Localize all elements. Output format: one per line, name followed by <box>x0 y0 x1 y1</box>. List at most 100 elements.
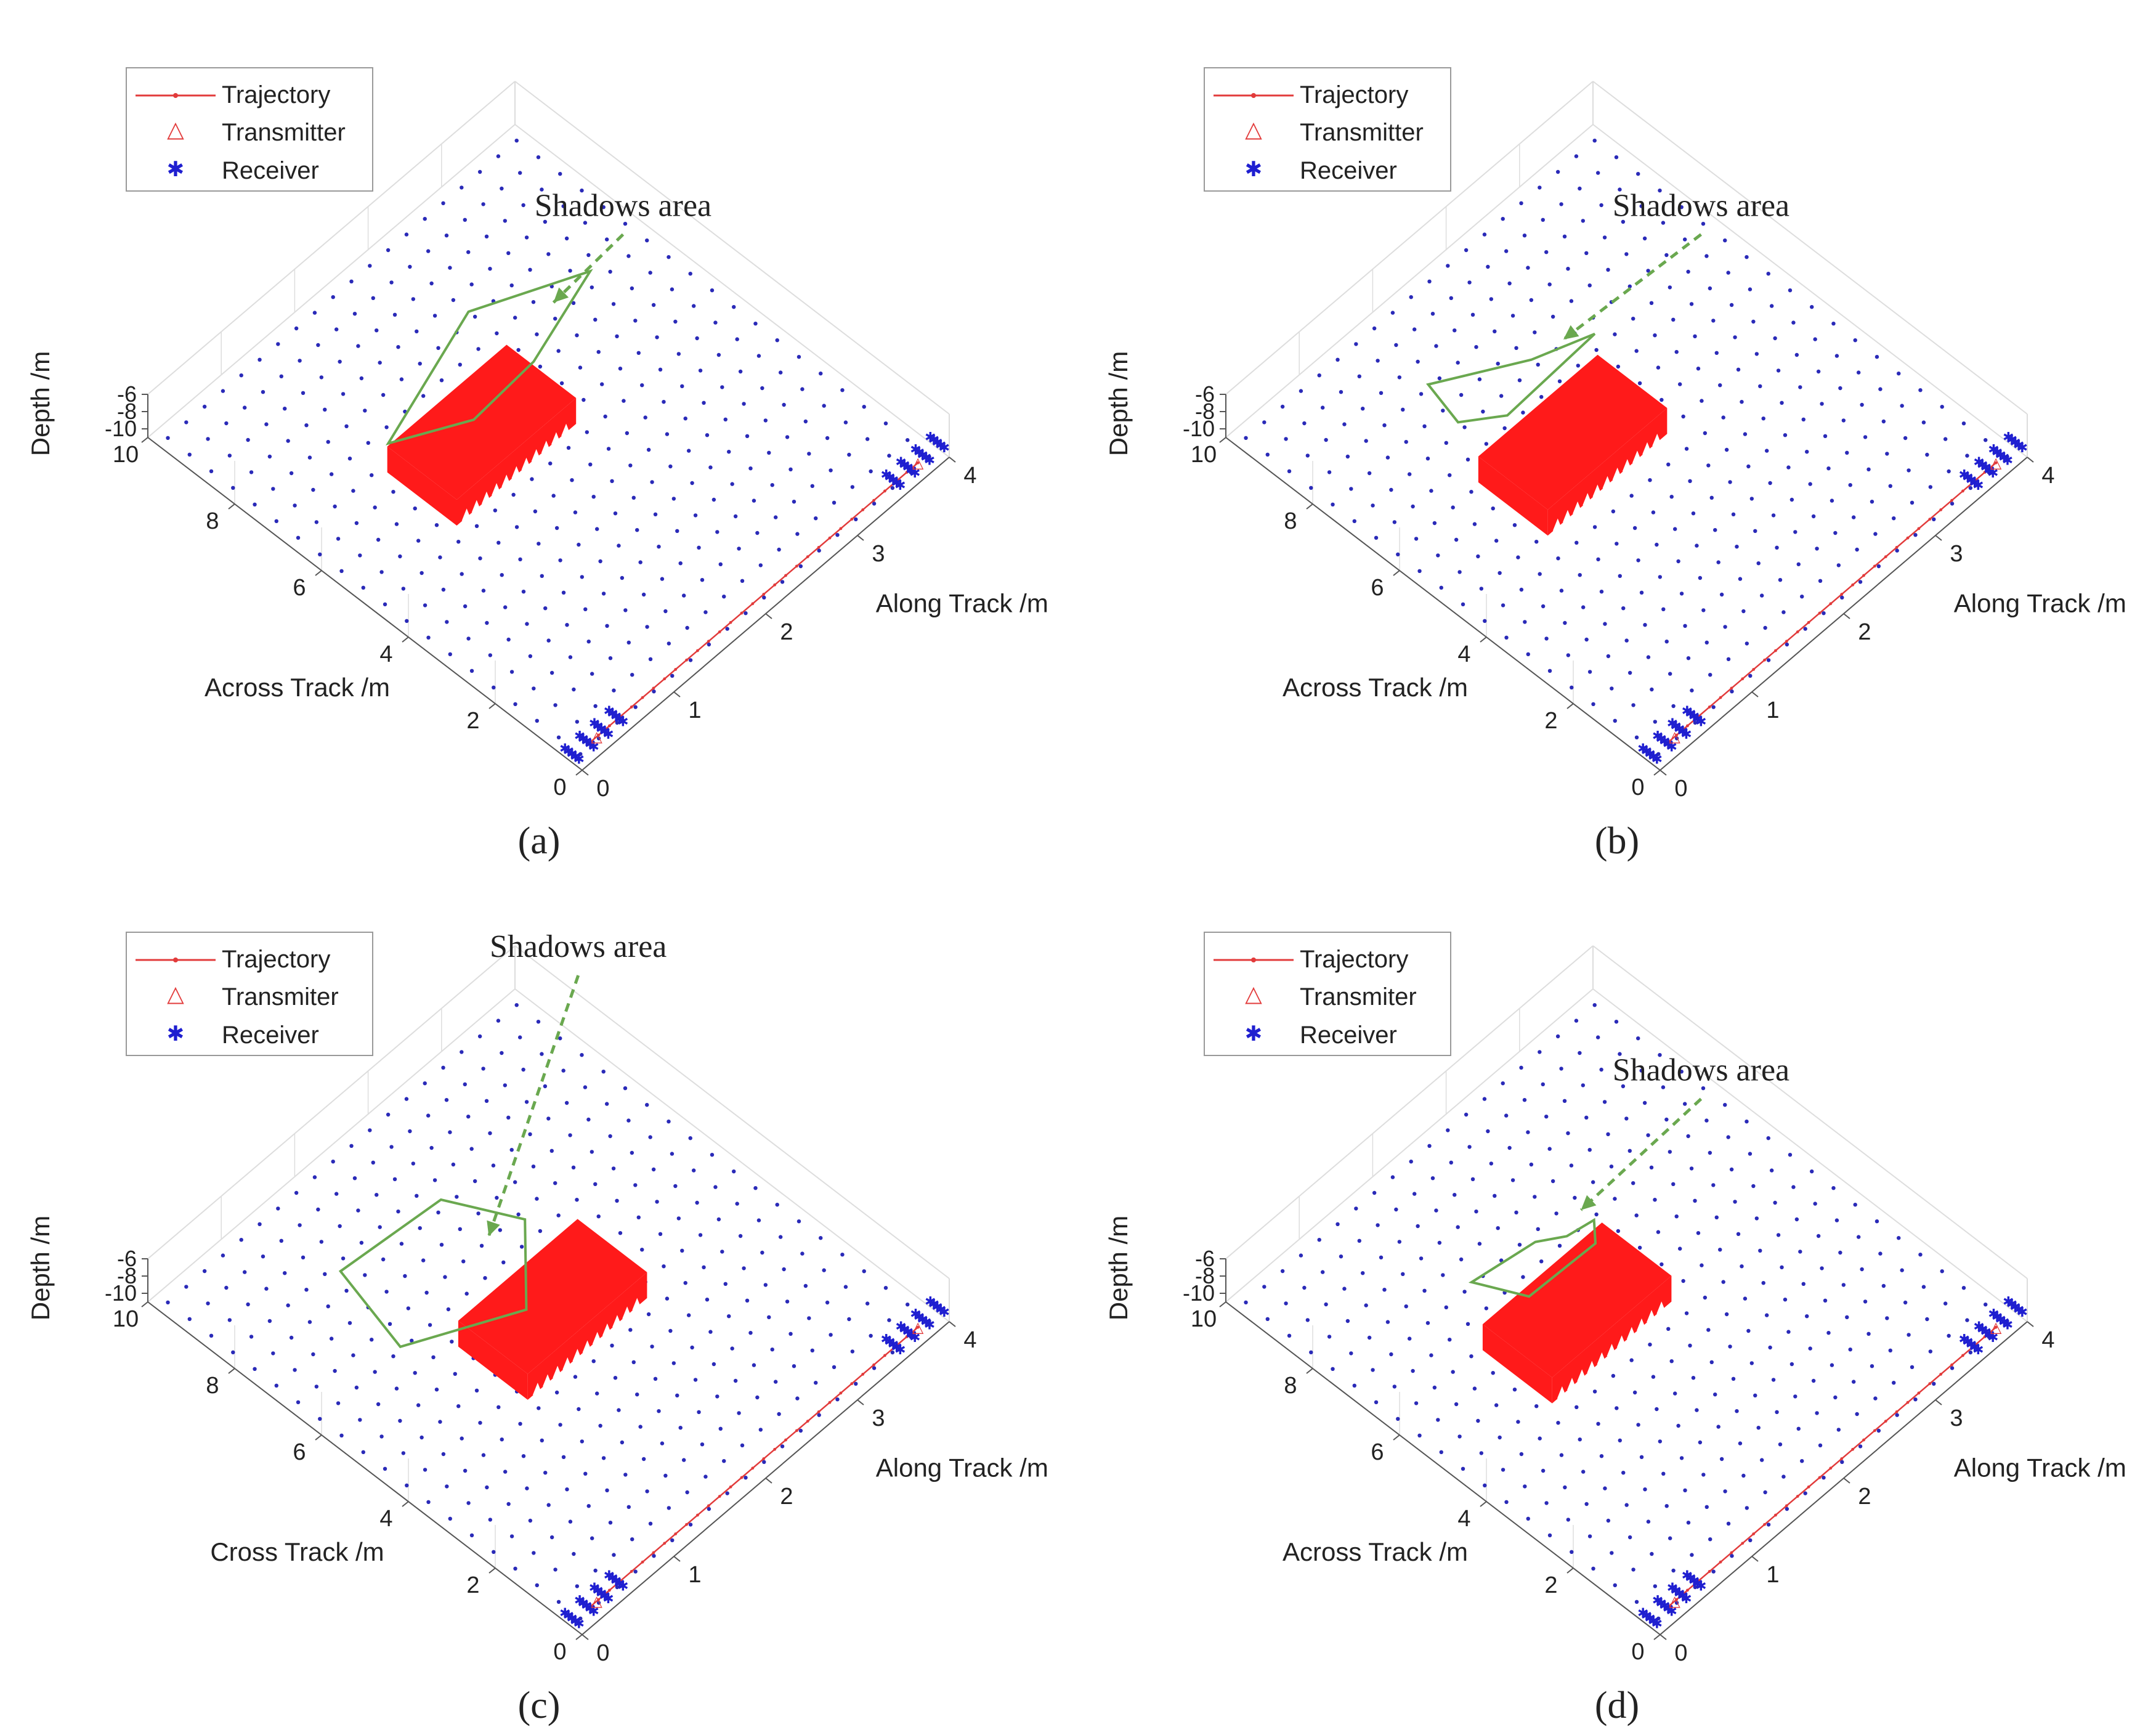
trajectory-point <box>905 1335 909 1338</box>
grid-dot <box>411 1161 416 1166</box>
receiver-star: ✱ <box>2017 1305 2028 1320</box>
grid-dot <box>559 381 564 386</box>
y-tick-label: 2 <box>1544 708 1557 734</box>
right-wall-top <box>514 81 950 415</box>
grid-dot <box>525 622 529 626</box>
grid-dot <box>608 269 612 274</box>
grid-dot <box>506 637 511 642</box>
grid-dot <box>242 405 247 410</box>
grid-dot <box>1666 1327 1671 1331</box>
trajectory-point <box>1851 1447 1855 1451</box>
receiver-star: ✱ <box>1674 1586 1685 1601</box>
grid-dot <box>667 1120 671 1124</box>
grid-dot <box>725 627 729 631</box>
grid-dot <box>1396 1417 1400 1421</box>
receiver-star: ✱ <box>894 1343 906 1358</box>
grid-dot <box>1504 249 1509 253</box>
grid-dot <box>267 1319 272 1323</box>
grid-dot <box>513 702 517 707</box>
grid-dot <box>780 580 785 584</box>
trajectory-point <box>586 1608 590 1611</box>
grid-dot <box>436 346 440 350</box>
grid-dot <box>1352 1383 1356 1388</box>
grid-dot <box>796 355 801 359</box>
grid-dot <box>1461 602 1465 606</box>
x-tick-mark <box>949 1321 956 1327</box>
grid-dot <box>1910 1365 1915 1369</box>
grid-dot <box>1674 350 1679 354</box>
x-tick-label: 4 <box>2041 463 2054 489</box>
grid-dot <box>1943 437 1948 441</box>
grid-dot <box>1342 422 1347 426</box>
grid-dot <box>596 350 601 354</box>
grid-dot <box>1726 1135 1730 1139</box>
trajectory-point <box>685 658 688 662</box>
grid-dot <box>509 283 514 288</box>
grid-dot <box>1947 469 1951 474</box>
grid-dot <box>854 1381 858 1386</box>
grid-dot <box>1526 1516 1530 1521</box>
grid-dot <box>1723 1103 1727 1107</box>
grid-dot <box>495 1195 499 1200</box>
grid-dot <box>1888 484 1892 488</box>
grid-dot <box>543 1471 548 1475</box>
grid-dot <box>352 1176 357 1181</box>
grid-dot <box>705 433 710 437</box>
grid-dot <box>1816 1234 1821 1238</box>
y-tick-mark <box>315 1434 322 1441</box>
grid-dot <box>1748 673 1753 678</box>
grid-dot <box>1672 527 1677 531</box>
receiver-star: ✱ <box>1666 1604 1677 1619</box>
grid-dot <box>1661 1085 1666 1089</box>
grid-dot <box>548 461 553 466</box>
target-serration <box>1612 467 1623 480</box>
grid-dot <box>1656 752 1661 757</box>
grid-dot <box>1649 1165 1654 1169</box>
grid-dot <box>887 1318 891 1322</box>
grid-dot <box>506 1115 511 1120</box>
grid-dot <box>1349 1351 1353 1356</box>
grid-dot <box>464 1291 469 1296</box>
grid-dot <box>594 1391 599 1396</box>
grid-dot <box>1860 1267 1864 1272</box>
receiver-star: ✱ <box>931 1299 942 1315</box>
trajectory-point <box>1664 743 1668 746</box>
target-serration <box>602 1323 612 1336</box>
grid-dot <box>1796 562 1801 566</box>
grid-dot <box>631 495 636 500</box>
grid-dot <box>359 1240 364 1245</box>
trajectory-point <box>828 1401 832 1404</box>
receiver-star: ✱ <box>2013 1303 2024 1318</box>
receiver-star: ✱ <box>585 737 596 752</box>
x-axis-label: Along Track /m <box>876 589 1048 618</box>
legend: Trajectory△Transmiter✱Receiver <box>1204 932 1451 1056</box>
receiver-star: ✱ <box>1682 1568 1693 1584</box>
target-serration <box>541 441 551 453</box>
grid-dot <box>1592 1389 1597 1394</box>
grid-dot <box>359 376 364 381</box>
grid-dot <box>363 1273 367 1277</box>
grid-dot <box>1704 1118 1709 1123</box>
grid-dot <box>1968 1350 1973 1355</box>
target-serration <box>553 1365 563 1378</box>
y-tick-label: 10 <box>113 1306 139 1332</box>
grid-dot <box>1592 1003 1597 1007</box>
grid-dot <box>307 455 312 460</box>
grid-dot <box>650 480 654 484</box>
grid-dot <box>1778 578 1783 582</box>
grid-dot <box>1614 155 1619 160</box>
grid-dot <box>1510 314 1515 318</box>
x-tick-label: 2 <box>780 619 793 645</box>
grid-dot <box>1613 718 1617 723</box>
grid-dot <box>1907 1333 1911 1337</box>
grid-dot <box>1501 1468 1506 1472</box>
grid-dot <box>580 575 585 579</box>
grid-dot <box>1596 1421 1600 1426</box>
grid-dot <box>1472 522 1477 526</box>
grid-dot <box>1639 590 1644 595</box>
grid-dot <box>1566 1518 1571 1522</box>
grid-dot <box>1724 447 1729 452</box>
grid-dot <box>1793 530 1797 534</box>
grid-dot <box>1541 1082 1545 1086</box>
grid-dot <box>1808 1346 1812 1351</box>
